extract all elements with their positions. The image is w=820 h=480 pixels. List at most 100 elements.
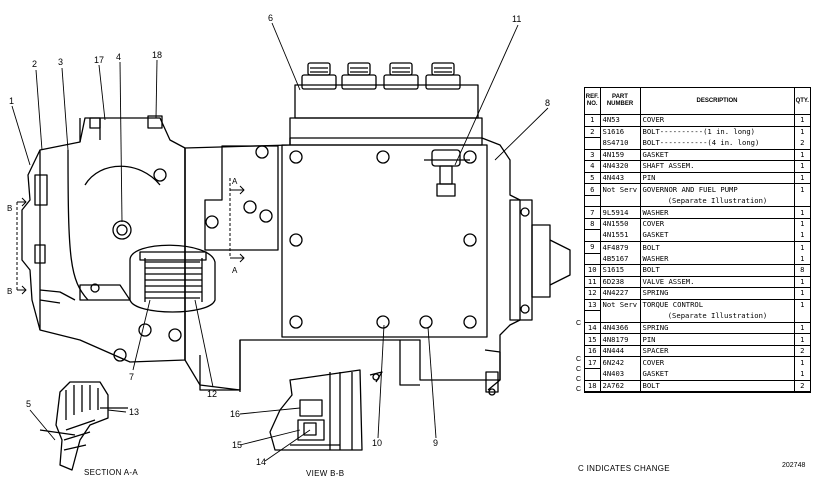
- cell-desc: BOLT: [640, 264, 795, 277]
- marker-a-bottom: A: [232, 266, 238, 275]
- cell-qty: 8: [794, 264, 810, 277]
- cell-part: 4N443: [600, 172, 641, 185]
- callout-13: 13: [129, 407, 139, 417]
- view-b-b-label: VIEW B-B: [306, 469, 344, 478]
- cell-qty: 1: [794, 368, 810, 381]
- cell-qty: [794, 195, 810, 208]
- section-a-a-detail: [39, 381, 128, 471]
- leader-lines: [11, 22, 549, 462]
- cell-part: S1616: [600, 126, 641, 138]
- cell-ref: [585, 229, 601, 242]
- cell-ref: 18: [585, 380, 601, 393]
- cell-desc: (Separate Illustration): [640, 310, 795, 323]
- cell-part: [600, 310, 641, 323]
- cell-ref: 15: [585, 333, 601, 346]
- marker-b-bottom: B: [7, 287, 13, 296]
- cell-ref: [585, 368, 601, 381]
- cell-desc: COVER: [640, 218, 795, 230]
- cell-part: 4N4366: [600, 322, 641, 335]
- callout-1: 1: [9, 96, 14, 106]
- cell-qty: 1: [800, 242, 805, 252]
- callout-3: 3: [58, 57, 63, 67]
- fuel-pump-illustration: 1 2 3 4 5 6 7 8 9 10 11 12 13 14 15 16 1…: [7, 13, 571, 478]
- cell-part: 4N53: [600, 114, 641, 127]
- change-mark: C: [576, 356, 582, 363]
- callout-17: 17: [94, 55, 104, 65]
- cell-qty: 1: [794, 253, 810, 266]
- cell-ref: 9: [585, 241, 601, 254]
- cell-ref: 8: [585, 218, 601, 231]
- cell-ref: 17: [585, 356, 601, 370]
- cell-qty: 1: [794, 287, 810, 300]
- cell-desc: VALVE ASSEM.: [640, 276, 795, 289]
- cell-part: 9L5914: [600, 206, 641, 219]
- cell-desc: BOLT: [640, 380, 795, 393]
- callout-14: 14: [256, 457, 266, 467]
- section-a-a-label: SECTION A-A: [84, 468, 138, 477]
- torque-spring-assembly: [129, 244, 216, 313]
- cell-part: 4B5167: [600, 253, 641, 266]
- cell-desc: BOLT-----------(4 in. long): [640, 137, 795, 150]
- table-row: (Separate Illustration): [585, 310, 810, 323]
- cell-desc: SPACER: [640, 345, 795, 358]
- cell-qty: 2: [794, 345, 810, 358]
- callout-numbers: 1 2 3 4 5 6 7 8 9 10 11 12 13 14 15 16 1…: [7, 13, 550, 478]
- table-row: (Separate Illustration): [585, 195, 810, 208]
- callout-11: 11: [512, 14, 521, 24]
- cell-qty: 1: [794, 229, 810, 242]
- cell-desc: COVER: [640, 356, 795, 369]
- section-a-marker: [229, 178, 245, 263]
- cell-part: 4N8179: [600, 333, 641, 346]
- cell-desc: SPRING: [640, 322, 795, 335]
- governor-housing: [21, 115, 186, 363]
- cell-ref: 11: [585, 276, 601, 289]
- change-mark: C: [576, 376, 582, 383]
- header-part-number: PART NUMBER: [600, 88, 641, 115]
- cell-desc: WASHER: [640, 206, 795, 219]
- cell-part: 4N159: [600, 149, 641, 162]
- cell-desc: BOLT: [640, 241, 795, 254]
- cell-part: 4N4227: [600, 287, 641, 300]
- cell-desc: GASKET: [640, 149, 795, 162]
- cell-qty: 2: [794, 137, 810, 150]
- cell-qty: 2: [794, 380, 810, 393]
- section-b-marker: [16, 197, 27, 295]
- change-legend: C INDICATES CHANGE: [578, 464, 670, 473]
- cell-ref: [585, 195, 601, 208]
- callout-16: 16: [230, 409, 240, 419]
- marker-a-top: A: [232, 177, 238, 186]
- callout-5: 5: [26, 399, 31, 409]
- cell-ref: 7: [585, 206, 601, 219]
- cell-part: 8S4710: [600, 137, 641, 150]
- cell-ref: 6: [585, 183, 601, 196]
- cell-qty: 1: [794, 322, 810, 335]
- header-qty: QTY.: [794, 88, 810, 115]
- cell-ref: 13: [585, 299, 601, 312]
- cell-part: 4F4879: [600, 241, 641, 254]
- cell-part: 2A762: [600, 380, 641, 393]
- cell-desc: SPRING: [640, 287, 795, 300]
- cell-desc: WASHER: [640, 253, 795, 266]
- cell-part: Not Serv: [600, 183, 641, 196]
- cell-ref: [585, 253, 601, 266]
- cell-qty: 1: [800, 184, 805, 194]
- cell-qty: 1: [800, 127, 805, 137]
- cell-desc: (Separate Illustration): [640, 195, 795, 208]
- cell-part: 4N1550: [600, 218, 641, 230]
- cell-qty: 1: [794, 114, 810, 127]
- cell-ref: 4: [585, 160, 601, 173]
- cell-part: 4N4320: [600, 160, 641, 173]
